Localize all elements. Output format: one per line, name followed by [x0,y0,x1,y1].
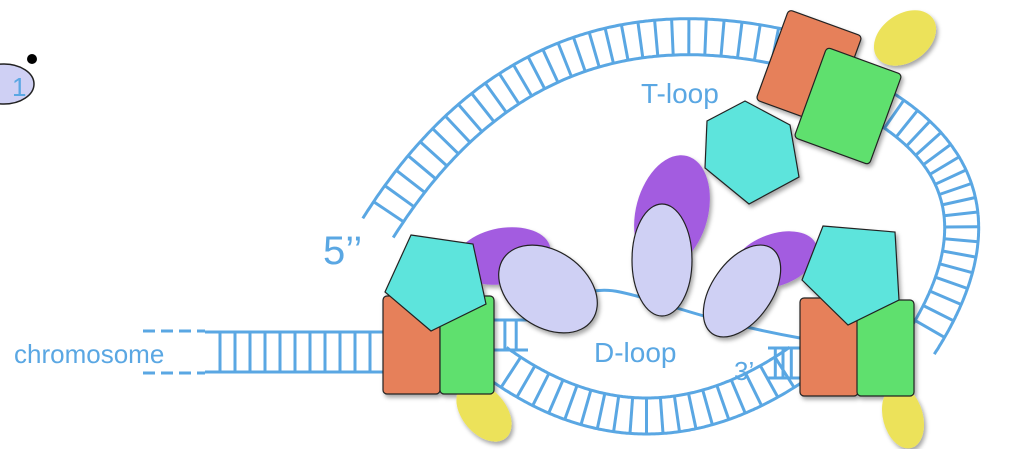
right-protein-complex [702,225,925,449]
t-loop-upper-arc-rung [498,72,521,105]
t-loop-right-arc-rung [943,210,978,218]
d-loop-lower-arc-rung [715,385,731,420]
left-short-duplex [494,318,528,352]
t-loop-upper-arc-rung [512,64,533,97]
right-pentagon [801,225,900,326]
top-pentagon [704,100,800,205]
t-loop-upper-arc-rung [736,22,744,59]
t-loop-label: T-loop [641,78,719,109]
t-loop-upper-arc-rung [372,200,405,224]
d-loop-lower-arc-rung [612,395,621,432]
t-loop-upper-arc-rung [457,103,484,133]
t-loop-right-arc-rung [941,196,976,207]
d-loop-lower-arc-rung [758,364,780,398]
t-loop-right-arc-rung [922,304,955,323]
left-lavender-oval [498,244,598,334]
d-loop-lower-arc-rung [628,397,635,434]
t-loop-upper-arc-rung [556,42,573,78]
right-yellow-oval [881,385,925,449]
t-loop-upper-arc-rung [383,184,415,208]
t-loop-upper-arc-rung [703,19,708,56]
t-loop-right-arc-rung [895,109,919,138]
d-loop-label: D-loop [594,337,676,368]
t-loop-right-arc-rung [942,249,977,259]
t-loop-right-arc-rung [938,182,972,196]
t-loop-right-arc-rung [914,319,946,339]
t-loop-right-arc-rail-b [888,89,981,355]
d-loop-lower-arc-rung [658,397,665,434]
corner-protein: 1 [0,54,37,105]
t-loop-right-arc-rung [934,275,968,290]
d-loop-lower-arc-rung [595,393,607,430]
d-loop-lower-arc-rung [579,389,593,426]
corner-glyph: 1 [12,72,26,102]
d-loop-lower-arc-rung [515,365,537,398]
t-loop-upper-arc-rung [572,36,587,72]
t-loop-upper-arc-rail-a [391,53,826,239]
corner-lavender-oval [0,63,35,105]
t-loop-upper-arc-rung [419,140,448,168]
t-loop-upper-arc-rung [603,27,615,64]
three-prime-duplex [768,346,800,380]
t-loop-upper-arc-rung [719,20,726,57]
dna-strands [205,17,981,436]
t-loop-upper-arc-rung [653,20,660,57]
t-loop-right-arc-rung [905,120,931,148]
top-protein-complex [704,10,937,205]
t-loop-upper-arc-rung [484,82,508,114]
d-loop-lower-arc-rung [547,379,565,414]
t-loop-upper-arc-rung [407,154,437,180]
t-loop-right-arc-rung [939,262,973,275]
d-loop-lower-arc-rung [687,393,698,430]
middle-protein-complex [631,155,710,317]
t-loop-upper-arc-rung [444,115,472,144]
t-loop-right-arc-rung [929,289,962,306]
top-yellow-oval [873,10,937,66]
chromosome-label: chromosome [14,339,164,369]
left-protein-complex [382,227,598,442]
t-loop-right-arc-rung [929,155,960,176]
corner-dot [27,54,37,64]
d-loop-lower-arc-rung [672,395,681,432]
d-loop-lower-arc-rung [563,385,579,420]
t-loop-right-arc-rail-a [870,118,947,337]
t-loop-upper-arc-rung [470,92,496,123]
d-loop-lower-arc-rung [499,356,522,389]
t-loop-right-arc [870,89,981,355]
t-loop-right-arc-rung [922,143,952,166]
t-loop-upper-arc-rung [752,24,762,61]
right-lavender-oval [702,244,782,338]
d-loop-lower-arc [484,345,812,436]
t-loop-right-arc-rung [934,168,967,186]
left-yellow-oval [456,382,512,442]
t-loop-right-arc-rung [883,99,906,129]
t-loop-upper-arc-rung [587,31,601,68]
chromosome-dashed-end [143,329,205,375]
d-loop-lower-arc-rung [729,379,747,414]
t-loop-right-arc-rung [944,237,979,244]
d-loop-lower-arc-rung [701,389,714,426]
t-loop-upper-arc-rung [526,56,547,90]
d-loop-lower-arc-rung [744,372,763,407]
t-loop-upper-arc-rung [619,24,630,61]
top-green-block [794,47,902,165]
t-loop-upper-arc-rung [541,48,560,83]
d-loop-lower-arc-rung [531,372,551,407]
t-loop-upper-arc-rung [636,21,645,59]
t-loop-upper-arc-rung [431,127,460,155]
t-loop-upper-arc [361,17,836,239]
left-pentagon [384,234,487,332]
five-prime-label: 5’’ [323,229,362,273]
chromosome-duplex [205,330,385,374]
t-loop-upper-arc-rung [395,169,426,194]
three-prime-label: 3’ [734,356,754,386]
middle-lavender-oval [631,203,693,317]
t-loop-right-arc-rung [914,131,943,157]
t-loop-upper-arc-rail-b [361,17,836,220]
t-loop-upper-arc-rung [670,19,675,56]
